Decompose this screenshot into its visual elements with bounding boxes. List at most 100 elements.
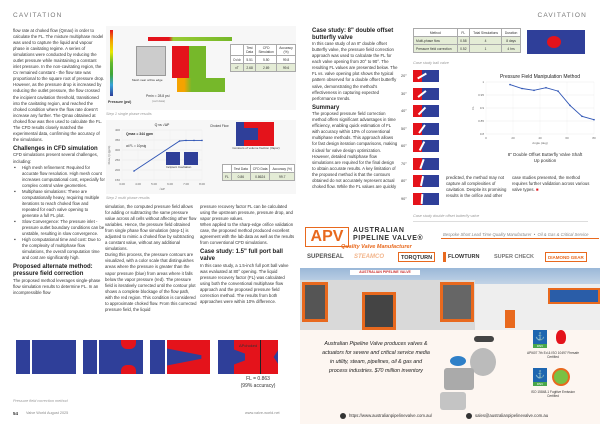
x-axis-label: Angle (deg) bbox=[532, 141, 548, 145]
data-point bbox=[521, 87, 523, 90]
brand-flowturn: FLOWTURN bbox=[443, 252, 481, 262]
td: 0.58 bbox=[456, 36, 470, 45]
fire-icon bbox=[556, 330, 566, 344]
apv-name-2: PIPELINE VALVE® bbox=[353, 235, 424, 242]
mesh-image bbox=[136, 46, 166, 76]
dp-choked-label: ΔPchoked bbox=[239, 343, 258, 348]
divider bbox=[413, 221, 588, 222]
volume-fraction-contour bbox=[236, 122, 274, 146]
x-tick-label: 0 bbox=[485, 136, 487, 140]
x-tick-label: 6.00 bbox=[167, 182, 173, 186]
proposed-text: The proposed method leverages single-pha… bbox=[13, 277, 101, 295]
website-link[interactable]: https://www.australianpipelinevalve.com.… bbox=[349, 413, 433, 418]
x-tick-label: 40 bbox=[538, 136, 542, 140]
contour-step-1 bbox=[16, 340, 76, 374]
data-point bbox=[581, 115, 583, 118]
cert-fugitive: ISO 15848-1 Fugitive Emission Certified bbox=[531, 390, 575, 398]
td: xT bbox=[230, 63, 244, 72]
pmin-label: Pmin = 28.8 psi bbox=[146, 94, 170, 98]
colorbar-label: Pressure (psi) bbox=[108, 100, 132, 104]
fl-vs-angle-chart: Pressure Field Manipulation Method0.80.8… bbox=[471, 74, 596, 145]
contour-step-2 bbox=[83, 340, 143, 374]
ad-info-panel: Australian Pipeline Valve produces valve… bbox=[300, 330, 600, 424]
x-axis-label: √ΔP bbox=[159, 187, 165, 191]
x-tick-label: 5.00 bbox=[151, 182, 157, 186]
dnv-badge-2: DNV bbox=[533, 382, 547, 386]
butterfly-text: In this case study of an 8" double offse… bbox=[312, 41, 398, 101]
summary-heading: Summary bbox=[312, 104, 340, 111]
right-bottom-text-1: predicted, the method may not capture al… bbox=[446, 175, 507, 199]
contour-zoom bbox=[172, 46, 206, 78]
incipient-image-2 bbox=[184, 152, 198, 165]
x-tick-label: 60 bbox=[565, 136, 569, 140]
emission-icon bbox=[552, 368, 570, 386]
td: 2.69 bbox=[255, 63, 278, 72]
angle-label: 80° bbox=[401, 179, 407, 183]
brand-diamond-gear: DIAMOND GEAR bbox=[545, 252, 587, 262]
caption-step1: Step 1 single phase results bbox=[106, 112, 152, 116]
butterfly-contour-image bbox=[413, 87, 439, 100]
td: 99.7 bbox=[269, 172, 296, 181]
fl-accuracy: (99% accuracy) bbox=[240, 383, 276, 389]
th: Duration bbox=[501, 28, 521, 37]
td: 1 bbox=[468, 44, 503, 53]
th bbox=[222, 164, 232, 173]
y-tick-label: 250 bbox=[115, 158, 120, 162]
data-point bbox=[533, 89, 535, 92]
right-bottom-text-2: case studies presented, the method requi… bbox=[512, 175, 590, 193]
angle-label: 20° bbox=[401, 74, 407, 78]
bullet-item: Slow Convergence: The pressure inlet - p… bbox=[13, 219, 105, 237]
butterfly-contour-image bbox=[413, 70, 439, 82]
butterfly-contour-image bbox=[413, 105, 439, 117]
data-point bbox=[178, 140, 181, 142]
figure-step1: Pressure (psi) Mesh near orifice edge Pm… bbox=[106, 26, 296, 110]
dp-label: at FL = 10psig bbox=[126, 144, 147, 148]
td: FL bbox=[222, 172, 232, 181]
data-point bbox=[593, 118, 595, 121]
building-photo: AUSTRALIAN PIPELINE VALVE bbox=[300, 268, 600, 330]
fl-result: FL = 0.863 bbox=[246, 376, 270, 382]
apv-name-1: AUSTRALIAN bbox=[353, 227, 405, 234]
bullet-item: High mesh refinement: Required for accur… bbox=[13, 165, 105, 189]
contour-label: Contours of volume fraction (Vapor) bbox=[232, 146, 280, 150]
email-icon bbox=[466, 413, 472, 419]
conclusion-text: case studies presented, the method requi… bbox=[512, 175, 590, 193]
angle-label: 60° bbox=[401, 144, 407, 148]
certification-icon: ⚓ bbox=[533, 330, 547, 344]
x-tick-label: 80 bbox=[592, 136, 596, 140]
chart-title: Pressure Field Manipulation Method bbox=[500, 74, 580, 80]
th: Accuracy (%) bbox=[276, 44, 296, 56]
th: FL bbox=[456, 28, 470, 37]
data-point bbox=[569, 104, 571, 107]
intro-text: flow rate at choked flow (Qmax) in order… bbox=[13, 28, 105, 142]
th: CFD Simulation bbox=[255, 44, 278, 56]
apv-slogan: Quality Valve Manufacturer bbox=[341, 244, 412, 250]
y-axis-label: Flow, Q (gpm) bbox=[107, 146, 111, 165]
ball-valve-contour bbox=[527, 30, 585, 54]
middle-column: simulation, the computed pressure field … bbox=[105, 204, 197, 313]
right-column: Case study: 8" double offset butterfly v… bbox=[312, 28, 398, 190]
angle-label: 40° bbox=[401, 109, 407, 113]
angle-label: 90° bbox=[401, 196, 407, 201]
y-tick-label: 200 bbox=[115, 168, 120, 172]
y-axis-label: FL bbox=[471, 106, 475, 110]
td: 0.86 bbox=[230, 172, 251, 181]
data-point bbox=[193, 139, 195, 142]
caption-butterfly: Case study double offset butterfly valve bbox=[413, 214, 480, 218]
mid-text-2: During this process, the pressure contou… bbox=[105, 252, 197, 312]
th: Total Simulations bbox=[468, 28, 503, 37]
left-column: flow rate at choked flow (Qmax) in order… bbox=[13, 28, 105, 296]
butterfly-heading: Case study: 8" double offset butterfly v… bbox=[312, 28, 394, 41]
footer-url[interactable]: www.valve-world.net bbox=[245, 411, 280, 415]
x-tick-label: 20 bbox=[511, 136, 515, 140]
third-column: pressure recovery factor FL can be calcu… bbox=[200, 204, 295, 305]
email-link[interactable]: sales@australianpipelinevalve.com.au bbox=[475, 413, 549, 418]
y-tick-label: 400 bbox=[115, 128, 120, 132]
x-tick-label: 7.00 bbox=[183, 182, 189, 186]
section-title-left: CAVITATION bbox=[13, 12, 63, 19]
angle-label: 50° bbox=[401, 126, 407, 131]
brand-super-check: SUPER CHECK bbox=[494, 254, 535, 260]
tagline-rule bbox=[441, 238, 599, 239]
